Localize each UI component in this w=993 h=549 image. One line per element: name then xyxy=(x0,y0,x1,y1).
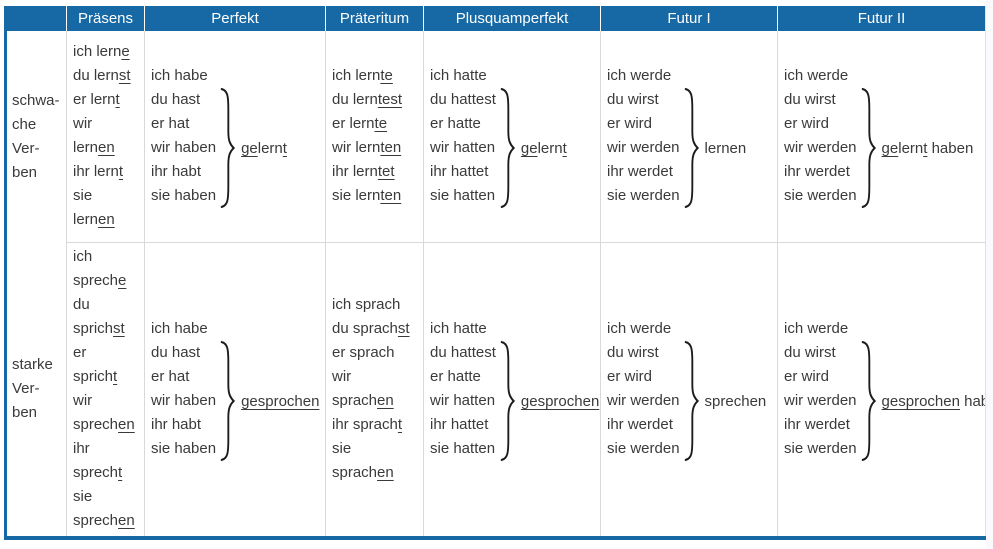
header-empty xyxy=(5,6,67,31)
curly-brace-icon xyxy=(861,88,876,209)
header-futur2: Futur II xyxy=(777,6,986,31)
table-header: Präsens Perfekt Präteritum Plusquamperfe… xyxy=(5,6,986,31)
participle-text: gesprochen xyxy=(520,392,600,410)
infinitive-text: sprechen xyxy=(704,392,767,410)
page-edge-strip xyxy=(986,0,993,549)
curly-brace-icon xyxy=(861,341,876,462)
curly-brace-icon xyxy=(684,88,699,209)
conjugation-table: Präsens Perfekt Präteritum Plusquamperfe… xyxy=(4,6,986,540)
curly-brace-icon xyxy=(500,88,515,209)
curly-brace-icon xyxy=(500,341,515,462)
header-praeteritum: Präteritum xyxy=(325,6,424,31)
participle-text: gelernt haben xyxy=(881,139,974,157)
infinitive-text: lernen xyxy=(704,139,747,157)
curly-brace-icon xyxy=(220,341,236,462)
header-perfekt: Perfekt xyxy=(144,6,326,31)
header-plusquamperfekt: Plusquamperfekt xyxy=(423,6,601,31)
participle-text: gelernt xyxy=(520,139,567,157)
participle-text: gesprochen xyxy=(241,392,320,410)
curly-brace-icon xyxy=(220,88,236,209)
header-futur1: Futur I xyxy=(600,6,778,31)
participle-text: gesprochen haben xyxy=(881,392,986,410)
header-praesens: Präsens xyxy=(66,6,145,31)
curly-brace-icon xyxy=(684,341,699,462)
participle-text: gelernt xyxy=(241,139,287,157)
